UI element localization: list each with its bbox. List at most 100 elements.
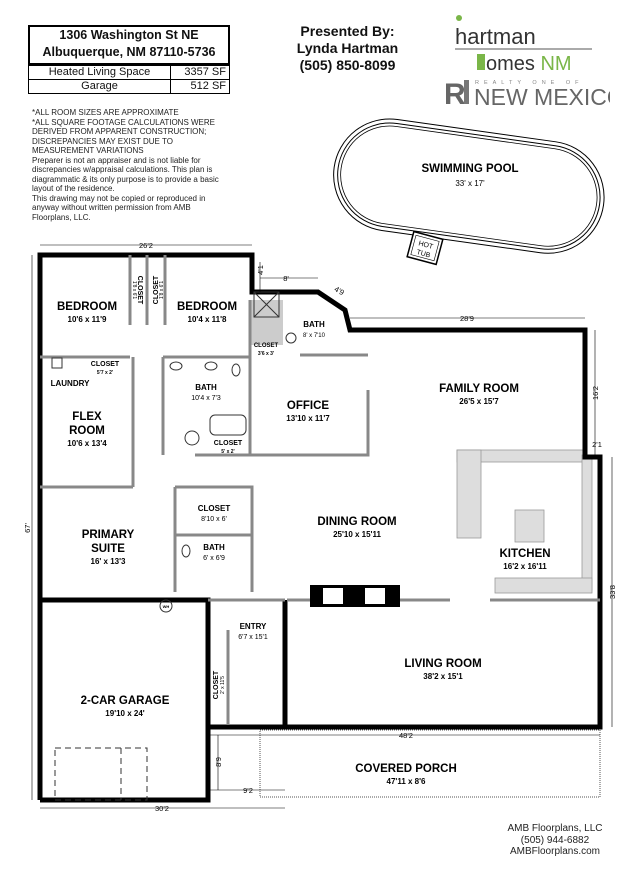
svg-text:30'2: 30'2 xyxy=(155,804,169,813)
svg-text:TUB: TUB xyxy=(416,249,432,259)
svg-text:R: R xyxy=(444,78,466,107)
room-closet: CLOSET xyxy=(136,276,143,305)
room-family: FAMILY ROOM xyxy=(439,383,519,395)
sf-value: 512 SF xyxy=(170,79,230,94)
svg-text:16'2: 16'2 xyxy=(591,386,600,400)
room-closet: CLOSET xyxy=(254,343,279,349)
room-labels: BEDROOM 10'6 x 11'9 BEDROOM 10'4 x 11'8 … xyxy=(51,275,551,786)
svg-text:5'7 x 2': 5'7 x 2' xyxy=(97,370,113,376)
disclaimer-notes: *ALL ROOM SIZES ARE APPROXIMATE *ALL SQU… xyxy=(32,108,232,222)
room-closet: CLOSET xyxy=(91,361,120,368)
presented-by-block: Presented By: Lynda Hartman (505) 850-80… xyxy=(280,23,415,74)
svg-text:6'7 x 15'1: 6'7 x 15'1 xyxy=(238,634,268,641)
exterior-walls xyxy=(37,252,603,803)
closet-size: 2' x 11'5 xyxy=(220,676,226,694)
agent-name: Lynda Hartman xyxy=(296,40,399,56)
svg-text:REALTY ONE OF: REALTY ONE OF xyxy=(475,80,584,86)
room-entry: ENTRY xyxy=(240,622,267,631)
svg-text:4'9: 4'9 xyxy=(333,284,346,297)
fixtures xyxy=(51,291,601,801)
svg-text:omes NM: omes NM xyxy=(486,53,572,75)
svg-text:3'6 x 3': 3'6 x 3' xyxy=(258,351,274,357)
svg-text:10'6 x 11'9: 10'6 x 11'9 xyxy=(68,315,108,324)
room-porch: COVERED PORCH xyxy=(355,763,457,775)
note: *ALL ROOM SIZES ARE APPROXIMATE xyxy=(32,108,179,117)
swimming-pool xyxy=(333,118,605,254)
svg-text:38'2 x 15'1: 38'2 x 15'1 xyxy=(423,672,463,681)
room-closet: CLOSET xyxy=(198,504,231,513)
room-bedroom: BEDROOM xyxy=(57,301,117,313)
preparer-phone: (505) 944-6882 xyxy=(520,834,590,846)
svg-text:48'2: 48'2 xyxy=(399,731,413,740)
svg-text:5' x 2': 5' x 2' xyxy=(221,449,235,455)
room-primary-suite: PRIMARY xyxy=(82,529,135,541)
address-line2: Albuquerque, NM 87110-5736 xyxy=(42,45,216,59)
interior-walls xyxy=(40,255,600,725)
room-closet: CLOSET xyxy=(153,275,160,304)
water-heater-label: WH xyxy=(163,604,170,609)
svg-text:6' x 6'9: 6' x 6'9 xyxy=(203,555,225,562)
room-laundry: LAUNDRY xyxy=(51,379,90,388)
room-living: LIVING ROOM xyxy=(404,658,481,670)
svg-text:10'4 x 7'3: 10'4 x 7'3 xyxy=(191,395,221,402)
svg-text:9'2: 9'2 xyxy=(243,786,253,795)
room-garage: 2-CAR GARAGE xyxy=(81,695,170,707)
pool-label: SWIMMING POOL xyxy=(421,163,518,175)
room-bath: BATH xyxy=(195,383,217,392)
svg-text:16'2 x 16'11: 16'2 x 16'11 xyxy=(503,562,547,571)
room-kitchen: KITCHEN xyxy=(499,548,550,560)
dimension-labels: 26'2 67' 30'2 28'9 16'2 33'8 48'2 8'9 9'… xyxy=(23,241,617,813)
logo-hartman: hartman xyxy=(455,24,536,49)
note: This drawing may not be copied or reprod… xyxy=(32,193,206,222)
brokerage-logo: hartman omes NM R REALTY ONE OF NEW MEXI… xyxy=(444,15,610,107)
agent-phone: (505) 850-8099 xyxy=(299,57,396,73)
closet-size: 1'8 x 6'1 xyxy=(131,281,137,300)
svg-text:26'2: 26'2 xyxy=(139,241,153,250)
closet-size: 1'8 x 6'1 xyxy=(159,281,165,300)
svg-text:28'9: 28'9 xyxy=(460,314,474,323)
svg-text:HOT: HOT xyxy=(418,240,435,251)
svg-text:25'10 x 15'11: 25'10 x 15'11 xyxy=(333,530,381,539)
room-dining: DINING ROOM xyxy=(317,516,396,528)
room-closet: CLOSET xyxy=(214,440,243,447)
note: *ALL SQUARE FOOTAGE CALCULATIONS WERE DE… xyxy=(32,117,215,156)
room-bath: BATH xyxy=(203,543,225,552)
address-box: 1306 Washington St NE Albuquerque, NM 87… xyxy=(28,25,230,65)
svg-text:8'10 x 6': 8'10 x 6' xyxy=(201,516,227,523)
svg-text:33'8: 33'8 xyxy=(608,585,617,599)
dimension-lines xyxy=(31,244,613,809)
preparer-footer: AMB Floorplans, LLC (505) 944-6882 AMBFl… xyxy=(495,823,615,858)
svg-text:47'11 x 8'6: 47'11 x 8'6 xyxy=(387,777,427,786)
svg-text:16' x 13'3: 16' x 13'3 xyxy=(91,557,126,566)
hot-tub: HOT TUB xyxy=(406,230,444,266)
svg-text:8' x 7'10: 8' x 7'10 xyxy=(303,333,326,339)
address-line1: 1306 Washington St NE xyxy=(59,28,199,42)
kitchen-counters xyxy=(456,449,593,594)
svg-text:8'9: 8'9 xyxy=(214,757,223,767)
svg-text:2'1: 2'1 xyxy=(592,440,602,449)
room-bedroom: BEDROOM xyxy=(177,301,237,313)
svg-text:19'10 x 24': 19'10 x 24' xyxy=(105,709,144,718)
presented-by-label: Presented By: xyxy=(300,23,395,39)
room-office: OFFICE xyxy=(287,400,329,412)
fireplace xyxy=(310,585,400,607)
preparer-company: AMB Floorplans, LLC xyxy=(507,823,603,834)
svg-text:SUITE: SUITE xyxy=(91,543,125,555)
svg-text:NEW MEXICO: NEW MEXICO xyxy=(474,84,610,107)
sf-label: Garage xyxy=(28,79,171,94)
pool-size: 33' x 17' xyxy=(455,179,485,188)
svg-text:26'5 x 15'7: 26'5 x 15'7 xyxy=(459,397,499,406)
note: Preparer is not an appraiser and is not … xyxy=(32,155,219,194)
room-bath: BATH xyxy=(303,320,325,329)
svg-text:ROOM: ROOM xyxy=(69,425,105,437)
svg-text:4'1: 4'1 xyxy=(256,265,265,275)
upper-bath-floor xyxy=(250,300,283,345)
room-flex: FLEX xyxy=(72,411,102,423)
preparer-website[interactable]: AMBFloorplans.com xyxy=(509,846,601,857)
svg-text:67': 67' xyxy=(23,523,32,533)
svg-text:10'6 x 13'4: 10'6 x 13'4 xyxy=(67,439,107,448)
